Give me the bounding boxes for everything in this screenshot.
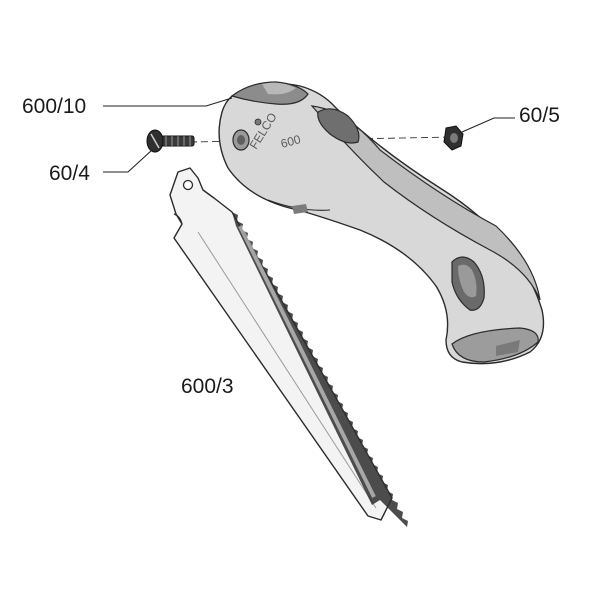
blade-teeth [232,212,408,527]
handle: FELCO 600 [218,81,545,365]
handle-model: 600 [279,132,302,151]
nut [443,125,464,151]
label-handle: 600/10 [22,95,86,118]
leader-handle [103,97,233,107]
label-nut: 60/5 [519,104,560,127]
leader-nut [461,117,515,133]
label-bolt: 60/4 [49,162,90,185]
saw-blade [169,167,408,527]
leader-bolt [103,149,153,173]
bolt [146,129,195,153]
label-blade: 600/3 [181,375,234,398]
